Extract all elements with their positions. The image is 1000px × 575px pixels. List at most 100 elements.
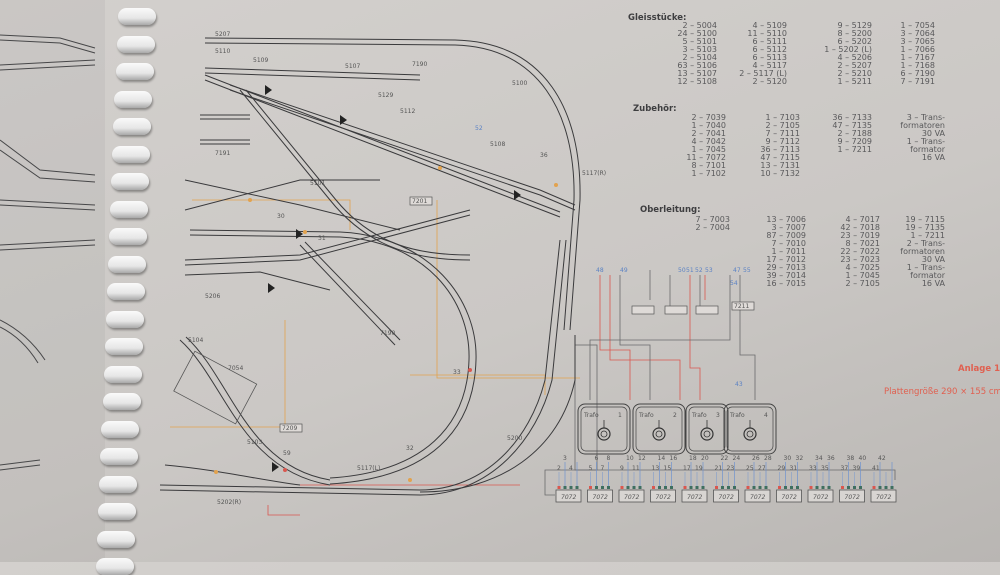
module-box	[618, 489, 645, 503]
track-diagonal-main	[204, 74, 576, 218]
module-label: 7072	[593, 494, 608, 501]
transformer-number: 3	[716, 412, 720, 419]
wire-number: 32	[406, 445, 414, 452]
module-wire-number: 10	[626, 455, 634, 462]
binding-ring	[96, 558, 135, 575]
module-terminal	[638, 486, 642, 489]
track-label: 5207	[215, 31, 230, 38]
part-entry: 1 – 7054	[900, 21, 935, 30]
track-label: 5103	[247, 439, 262, 446]
module-wire-number: 6	[595, 455, 599, 462]
part-entry: 29 – 7013	[766, 263, 806, 272]
module-label: 7072	[561, 494, 576, 501]
part-entry: 30 VA	[921, 129, 945, 138]
binding-ring	[99, 475, 138, 493]
wire-number: 36	[540, 152, 548, 159]
module-wire-number: 37	[841, 465, 849, 472]
module-terminal	[683, 486, 687, 489]
transformer-label: Trafo	[583, 412, 599, 419]
wiring	[170, 199, 896, 516]
part-entry: 19 – 7135	[905, 223, 945, 232]
module-terminal	[733, 486, 736, 489]
wire-number: 59	[283, 450, 291, 457]
part-entry: 87 – 7009	[766, 231, 806, 240]
track-spur-7190	[299, 241, 401, 346]
signal-lamps	[214, 166, 558, 482]
part-entry: 6 – 5111	[752, 37, 787, 46]
part-entry: 11 – 7072	[686, 153, 726, 162]
module-wire-number: 22	[721, 455, 729, 462]
transformer-housing-inner	[726, 406, 774, 452]
part-entry: 6 – 5112	[752, 45, 787, 54]
part-entry: 16 VA	[921, 279, 945, 288]
module-wire-number: 41	[872, 465, 880, 472]
module-terminal	[557, 486, 561, 489]
module-wire-number: 40	[859, 455, 867, 462]
part-entry: 30 VA	[921, 255, 945, 264]
binding-ring	[117, 8, 156, 25]
part-entry: 3 – Trans-	[906, 113, 945, 122]
wire-number: 49	[620, 267, 628, 274]
binding-ring	[100, 448, 139, 465]
track-labels: 5207 5110 5107 7190 5100 5109 5129 5112 …	[188, 31, 749, 506]
part-entry: 2 – 5104	[682, 53, 717, 62]
wire-number: 52	[475, 125, 483, 132]
module-wire-number: 33	[809, 465, 817, 472]
module-terminal	[778, 486, 781, 489]
part-entry: 3 – 7007	[771, 223, 806, 232]
part-entry: 1 – 7011	[771, 247, 806, 256]
module-wire-number: 30	[784, 455, 792, 462]
module-terminal	[695, 486, 699, 489]
module-wire-number: 3	[563, 455, 567, 462]
part-entry: 2 – Trans-	[906, 239, 945, 248]
part-entry: 1 – 7045	[691, 145, 726, 154]
wire-number: 47	[733, 267, 741, 274]
module-wire-number: 35	[821, 465, 829, 472]
track-short-sidings	[200, 114, 250, 145]
module-box	[555, 489, 582, 503]
part-entry: 13 – 5107	[677, 69, 717, 78]
part-entry: 9 – 7209	[837, 137, 872, 146]
binding-ring	[116, 35, 155, 53]
part-entry: 2 – 7188	[837, 129, 872, 138]
module-wire-number: 18	[689, 455, 697, 462]
module-terminal	[652, 486, 655, 489]
transformer-number: 1	[618, 412, 622, 419]
module-terminal	[784, 486, 787, 489]
wire-number: 50	[678, 267, 686, 274]
wire-number: 54	[730, 280, 738, 287]
transformer-housing	[723, 403, 777, 455]
part-entry: formatoren	[900, 247, 945, 256]
module-terminal	[847, 486, 850, 489]
part-entry: 1 – Trans-	[906, 263, 945, 272]
binding-ring	[105, 310, 144, 328]
part-entry: 2 – 7105	[765, 121, 800, 130]
module-wire-number: 7	[601, 465, 605, 472]
part-entry: 63 – 5106	[677, 61, 717, 70]
module-wire-number: 5	[589, 465, 593, 472]
part-entry: 2 – 7041	[691, 129, 726, 138]
module-terminal	[632, 486, 636, 489]
part-entry: 2 – 7004	[695, 223, 730, 232]
part-entry: 1 – 7211	[910, 231, 945, 240]
track-outer-loop	[204, 37, 581, 331]
part-entry: 1 – Trans-	[906, 137, 945, 146]
binding-ring	[102, 393, 141, 410]
track-lower-left	[164, 179, 471, 486]
wire-number: 31	[318, 235, 326, 242]
part-entry: 1 – 7103	[765, 113, 800, 122]
module-terminal	[721, 486, 724, 489]
part-entry: 9 – 5129	[837, 21, 872, 30]
switch-box-label: 7201	[412, 198, 427, 205]
